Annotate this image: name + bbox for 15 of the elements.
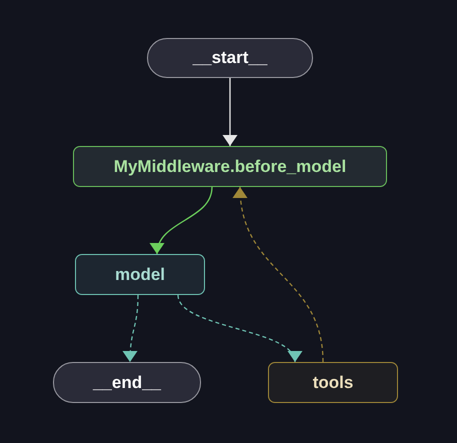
terminal-pill <box>147 38 313 78</box>
arrow <box>177 294 300 362</box>
node-label: model <box>114 264 166 284</box>
arrow <box>222 78 238 146</box>
arrow <box>233 186 324 362</box>
arrow <box>122 294 139 362</box>
node-label: MyMiddleware.before_model <box>114 156 346 176</box>
process-box <box>73 146 387 187</box>
node-label: __start__ <box>192 48 268 68</box>
arrow <box>151 186 213 254</box>
node-label: __end__ <box>92 372 162 392</box>
process-box <box>75 254 205 295</box>
node-label: tools <box>312 372 354 392</box>
process-box <box>268 362 398 403</box>
terminal-pill <box>53 362 201 403</box>
